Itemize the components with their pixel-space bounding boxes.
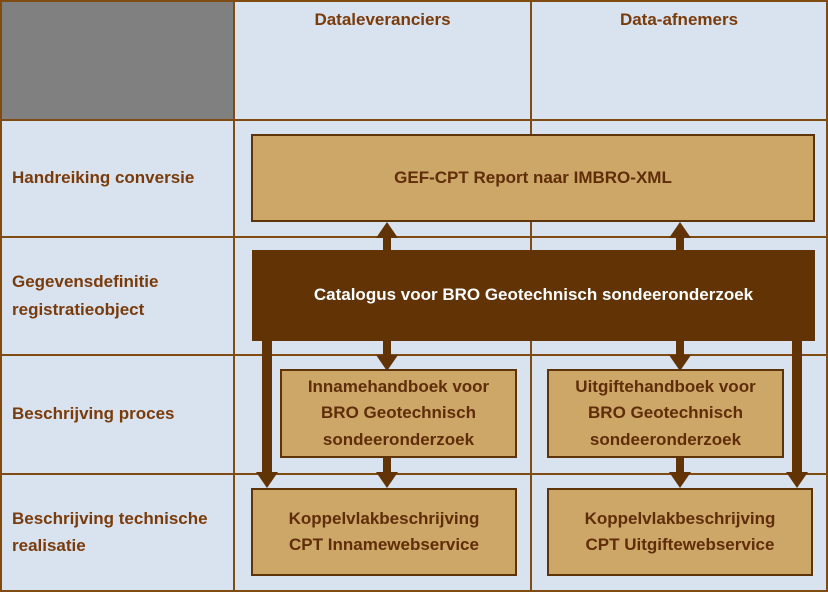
row-divider-3 <box>0 354 828 356</box>
box-innamehandboek: Innamehandboek voor BRO Geotechnisch son… <box>280 369 517 458</box>
box-gef-cpt-report: GEF-CPT Report naar IMBRO-XML <box>251 134 815 222</box>
arrow-inname-koppelvlak-icon <box>376 472 398 488</box>
arrow-catalogus-uitgifte-shaft <box>676 340 684 356</box>
arrow-outer-right-icon <box>786 472 808 488</box>
row-divider-1 <box>0 119 828 121</box>
arrow-up-right-shaft <box>676 236 684 251</box>
box-koppelvlak-uitgifte: Koppelvlakbeschrijving CPT Uitgiftewebse… <box>547 488 813 576</box>
table-border-top <box>0 0 828 2</box>
arrow-catalogus-inname-shaft <box>383 340 391 356</box>
arrow-up-right-icon <box>669 222 691 238</box>
arrow-up-left-shaft <box>383 236 391 251</box>
box-catalogus: Catalogus voor BRO Geotechnisch sondeero… <box>252 250 815 341</box>
arrow-catalogus-inname-icon <box>376 355 398 371</box>
arrow-inname-koppelvlak-shaft <box>383 457 391 473</box>
arrow-catalogus-uitgifte-icon <box>669 355 691 371</box>
box-uitgiftehandboek: Uitgiftehandboek voor BRO Geotechnisch s… <box>547 369 784 458</box>
arrow-outer-right-shaft <box>792 340 802 473</box>
column-header-dataleveranciers: Dataleveranciers <box>314 10 451 29</box>
table-border-right <box>826 0 828 592</box>
column-header-data-afnemers: Data-afnemers <box>619 10 739 29</box>
row-divider-4 <box>0 473 828 475</box>
row-header-gegevensdefinitie-registratieobject: Gegevensdefinitie registratieobject <box>12 272 159 319</box>
table-border-bottom <box>0 590 828 592</box>
row-header-handreiking-conversie: Handreiking conversie <box>12 168 195 188</box>
arrow-outer-left-icon <box>256 472 278 488</box>
box-koppelvlak-inname: Koppelvlakbeschrijving CPT Innamewebserv… <box>251 488 517 576</box>
row-header-beschrijving-technische-realisatie: Beschrijving technische realisatie <box>12 508 208 555</box>
arrow-uitgifte-koppelvlak-shaft <box>676 457 684 473</box>
row-header-beschrijving-proces: Beschrijving proces <box>12 404 175 424</box>
table-border-left <box>0 0 2 592</box>
arrow-outer-left-shaft <box>262 340 272 473</box>
column-divider-1 <box>233 0 235 592</box>
arrow-up-left-icon <box>376 222 398 238</box>
arrow-uitgifte-koppelvlak-icon <box>669 472 691 488</box>
row-divider-2 <box>0 236 828 238</box>
corner-cell <box>0 0 234 120</box>
